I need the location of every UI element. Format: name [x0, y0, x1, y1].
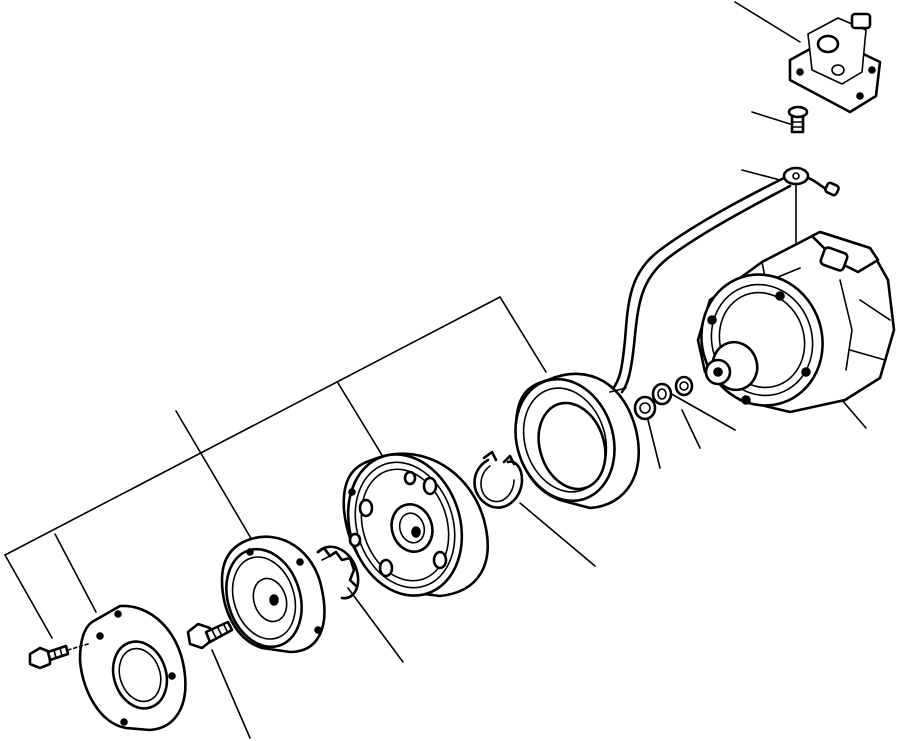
pulley-assembly: [342, 452, 489, 598]
shim-washer-small: [633, 395, 657, 421]
screw-top: [787, 105, 809, 134]
clutch-cover: [78, 604, 187, 732]
snap-ring-small: [316, 545, 360, 600]
shim-washer-large: [651, 375, 694, 406]
cover-bolt: [28, 643, 89, 670]
pressure-plate-hub: [220, 535, 326, 654]
compressor-body: [696, 230, 896, 414]
snap-ring-large: [473, 450, 524, 509]
lead-wire-clamp: [610, 166, 840, 394]
leader-lines: [4, 1, 867, 739]
center-bolt: [186, 620, 234, 650]
pressure-valve-block: [788, 12, 882, 114]
field-coil: [514, 372, 641, 510]
